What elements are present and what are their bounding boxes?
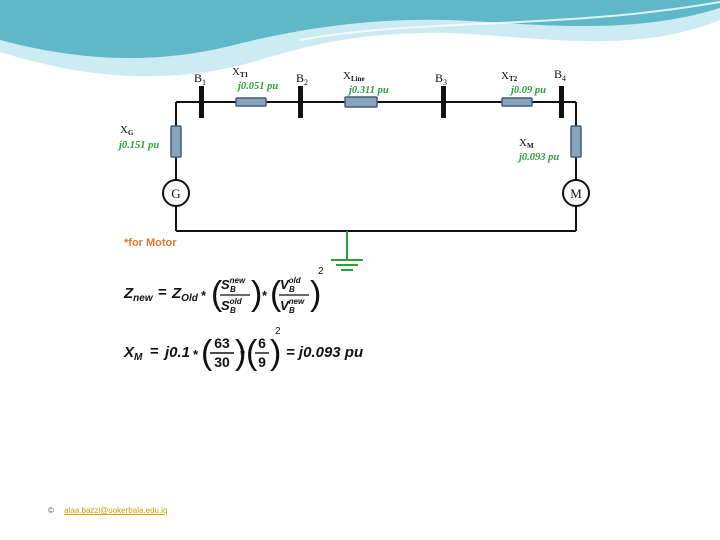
bus-bar-b2: [298, 86, 303, 118]
formula2-times-1: *: [193, 347, 199, 362]
formula2-frac1-num: 63: [214, 335, 230, 351]
formula1-s-den-sub: B: [230, 306, 236, 315]
xg-value: j0.151 pu: [117, 140, 159, 151]
formula1-rparen-2: ): [310, 275, 321, 313]
formula2-coef: j0.1: [163, 344, 190, 361]
xg-name: XG: [120, 124, 134, 137]
formula-xm: XM = j0.1 * ( 63 30 ) * ( 6 9 ) 2 = j0.0…: [123, 326, 363, 372]
bus-bar-b1: [199, 86, 204, 118]
motor-label: M: [570, 186, 582, 201]
formula2-lhs: XM: [123, 344, 143, 363]
copyright-mark: ©: [48, 506, 54, 515]
generator-symbol: [162, 179, 190, 207]
formula1-times-1: *: [201, 288, 207, 303]
formula2-rparen-1: ): [235, 334, 246, 372]
header-wave-dark: [0, 0, 720, 59]
reactance-xt2: [501, 97, 533, 107]
xm-name: XM: [519, 137, 534, 150]
formula2-result: = j0.093 pu: [286, 344, 363, 361]
formula1-equals: =: [158, 284, 167, 301]
reactance-xg: [170, 125, 182, 158]
formula1-exponent: 2: [318, 266, 324, 277]
formula2-frac1-den: 30: [214, 354, 230, 370]
formula1-s-num-sub: B: [230, 285, 236, 294]
ground-symbol: [331, 231, 363, 271]
formula2-lparen-2: (: [246, 334, 258, 372]
formula1-rparen-1: ): [251, 275, 262, 313]
formula1-lparen-2: (: [270, 275, 282, 313]
header-decoration: [0, 0, 720, 77]
formula1-s-num: Snew: [221, 276, 246, 292]
formula2-frac2-num: 6: [258, 335, 266, 351]
generator: G: [162, 179, 190, 207]
xm-value: j0.093 pu: [517, 152, 559, 163]
bus-bar-b3: [441, 86, 446, 118]
formula2-times-2: *: [240, 347, 246, 362]
formula1-lhs: Znew: [123, 285, 154, 304]
formula1-v-num-sub: B: [289, 285, 295, 294]
formula2-rparen-2: ): [270, 334, 281, 372]
motor: M: [562, 179, 590, 207]
xline-value: j0.311 pu: [347, 85, 389, 96]
bus-label-b4: B4: [554, 67, 566, 83]
formula2-exponent: 2: [275, 326, 281, 337]
formula1-rhs: ZOld: [171, 285, 199, 304]
xt1-value: j0.051 pu: [236, 81, 278, 92]
formula1-v-num: Vold: [280, 276, 302, 292]
xline-name: XLine: [343, 70, 365, 83]
formula1-v-den: Vnew: [280, 297, 305, 313]
wiring: [175, 101, 577, 232]
bus-bar-b4: [559, 86, 564, 118]
bus-label-b2: B2: [296, 71, 308, 87]
reactance-xt1: [235, 97, 267, 107]
formula1-lparen-1: (: [211, 275, 223, 313]
generator-label: G: [171, 186, 180, 201]
formula1-v-den-sub: B: [289, 306, 295, 315]
motor-note: *for Motor: [124, 237, 177, 249]
reactance-xline: [344, 96, 378, 108]
bus-label-b3: B3: [435, 71, 447, 87]
footer: © alaa.bazzi@uokerbala.edu.iq: [48, 506, 167, 515]
xt2-name: XT2: [501, 70, 518, 83]
xt1-name: XT1: [232, 66, 249, 79]
formula1-times-2: *: [262, 288, 268, 303]
formula2-frac2-den: 9: [258, 354, 266, 370]
formula1-s-den: Sold: [221, 297, 243, 313]
formula2-equals: =: [150, 343, 159, 360]
header-wave-line: [299, 1, 720, 41]
reactance-xm: [570, 125, 582, 158]
formula-z-new: Znew = ZOld * ( Snew B Sold B ) * ( Vold…: [123, 266, 324, 315]
footer-email-link[interactable]: alaa.bazzi@uokerbala.edu.iq: [64, 506, 168, 515]
motor-symbol: [562, 179, 590, 207]
formula2-lparen-1: (: [201, 334, 213, 372]
xt2-value: j0.09 pu: [509, 85, 546, 96]
bus-label-b1: B1: [194, 71, 206, 87]
